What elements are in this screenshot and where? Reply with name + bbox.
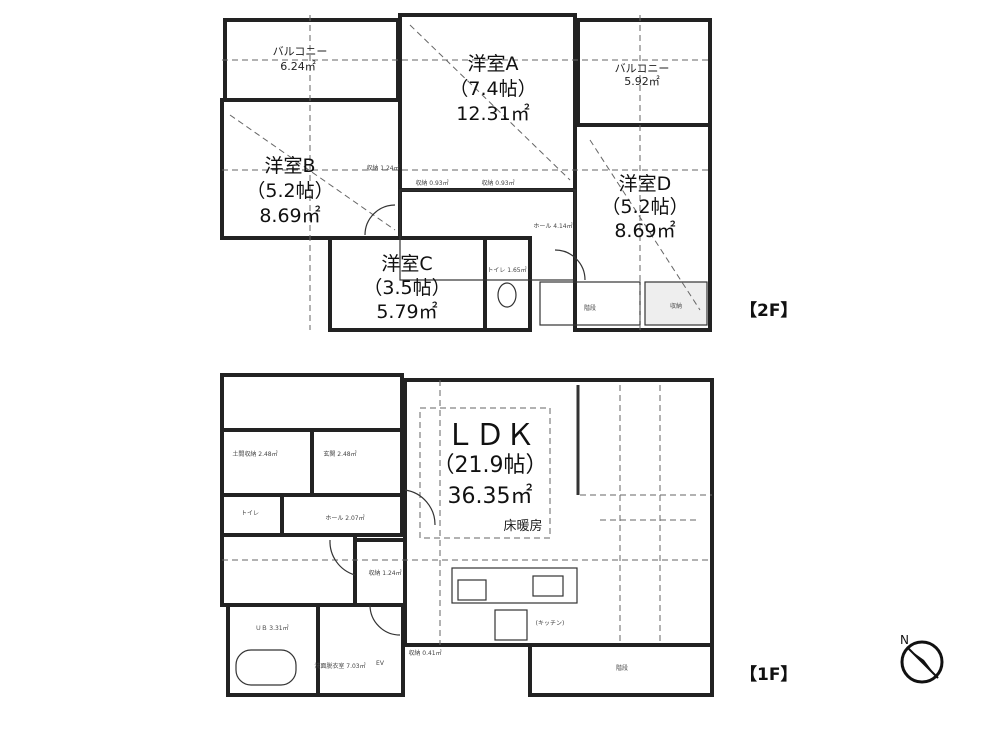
sink bbox=[532, 575, 564, 597]
room-label: ＵＢ 3.31㎡ bbox=[255, 624, 288, 632]
hall-2f bbox=[399, 189, 576, 281]
room-label: (キッチン) bbox=[536, 620, 565, 627]
room-label: 収納 bbox=[670, 302, 682, 310]
doma-storage bbox=[220, 428, 314, 497]
room-label: 収納 0.41㎡ bbox=[408, 649, 441, 657]
room-label: バルコニー bbox=[615, 62, 670, 75]
room-label: 土間収納 2.48㎡ bbox=[232, 450, 277, 458]
room-label: 洋室C bbox=[381, 253, 432, 275]
room-label: EV bbox=[376, 660, 385, 667]
room-label: 洋室D bbox=[619, 173, 672, 195]
room-label: 洗面脱衣室 7.03㎡ bbox=[314, 662, 365, 670]
stove bbox=[457, 579, 487, 601]
room-label: （5.2帖） bbox=[246, 180, 333, 202]
floor-label-1f: 【1F】 bbox=[740, 664, 797, 685]
toilet-2f bbox=[483, 236, 532, 332]
room-label: 洋室A bbox=[468, 53, 519, 75]
entrance bbox=[310, 428, 404, 497]
room-label: 8.69㎡ bbox=[259, 204, 320, 227]
stairs-1f bbox=[528, 643, 714, 697]
room-label: 6.24㎡ bbox=[280, 60, 316, 73]
room-label: バルコニー bbox=[273, 45, 328, 58]
room-label: 8.69㎡ bbox=[614, 219, 675, 242]
room-label: 収納 1.24㎡ bbox=[368, 569, 401, 577]
bathtub bbox=[235, 649, 297, 686]
room-label: 階段 bbox=[616, 664, 628, 672]
room-label: ＬＤＫ bbox=[445, 418, 535, 453]
kitchen-counter bbox=[451, 567, 578, 604]
room-label: N bbox=[900, 633, 909, 647]
room-label: 5.92㎡ bbox=[624, 75, 660, 88]
room-label: 収納 0.93㎡ bbox=[415, 179, 448, 187]
room-label: トイレ 1.65㎡ bbox=[487, 266, 526, 274]
room-label: 収納 0.93㎡ bbox=[481, 179, 514, 187]
room-label: 床暖房 bbox=[503, 518, 542, 534]
room-label: 36.35㎡ bbox=[448, 483, 533, 509]
room-label: （5.2帖） bbox=[601, 196, 688, 218]
room-label: （7.4帖） bbox=[449, 78, 536, 100]
room-label: 階段 bbox=[584, 304, 596, 312]
room-label: ホール 4.14㎡ bbox=[533, 222, 572, 230]
room-label: 12.31㎡ bbox=[456, 102, 529, 125]
room-label: 5.79㎡ bbox=[376, 300, 437, 323]
compass-icon: N bbox=[900, 633, 944, 684]
washroom bbox=[316, 603, 405, 697]
floor-1f bbox=[220, 373, 714, 697]
room-label: （3.5帖） bbox=[363, 277, 450, 299]
room-label: 洋室B bbox=[264, 155, 315, 177]
stairs-2f bbox=[539, 281, 641, 326]
room-label: ホール 2.07㎡ bbox=[325, 514, 364, 522]
room-label: トイレ bbox=[241, 510, 259, 517]
kitchen-storage bbox=[494, 609, 528, 641]
floor-label-2f: 【2F】 bbox=[740, 300, 797, 321]
storage-d bbox=[644, 281, 708, 326]
utility bbox=[220, 533, 357, 607]
floor-2f bbox=[220, 13, 712, 332]
porch bbox=[220, 373, 404, 432]
room-label: （21.9帖） bbox=[433, 453, 548, 478]
room-label: 玄関 2.48㎡ bbox=[323, 450, 356, 458]
room-b bbox=[220, 98, 402, 240]
room-label: 収納 1.24㎡ bbox=[366, 164, 399, 172]
